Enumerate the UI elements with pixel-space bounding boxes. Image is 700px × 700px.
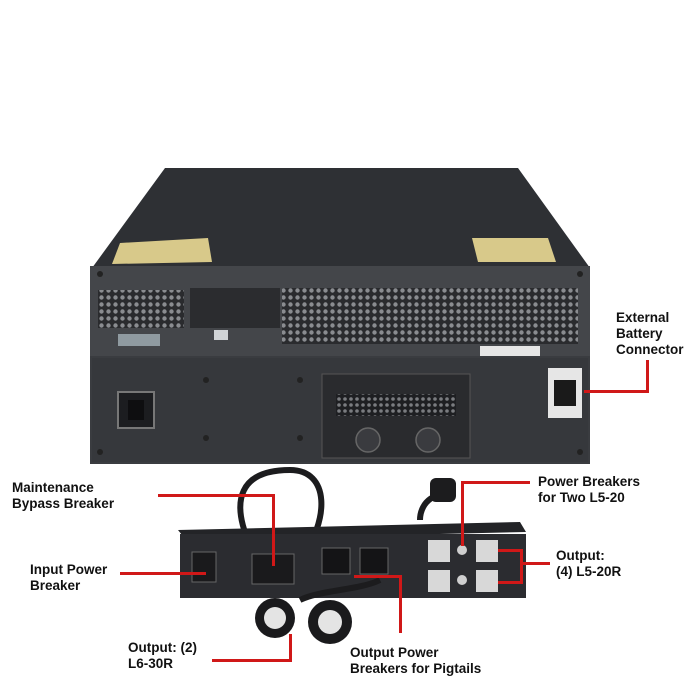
output-four-line-h (522, 562, 550, 565)
pdu-cable-loop (237, 466, 325, 562)
battery-line-v (646, 360, 649, 393)
label-maintenance-bypass-breaker: Maintenance Bypass Breaker (12, 480, 115, 511)
bypass-line-h (158, 494, 274, 497)
power-breakers-line-h (462, 481, 530, 484)
bypass-knob-left (355, 427, 381, 453)
output-four-line-v (520, 549, 523, 584)
ups-top-panel (92, 168, 590, 268)
battery-line-h (584, 390, 648, 393)
ups-unit (90, 168, 590, 464)
label-input-power-breaker: Input Power Breaker (30, 562, 108, 593)
output-two-line-h (212, 659, 292, 662)
input-power-line (120, 572, 206, 575)
ups-top-sticker-right (472, 238, 556, 262)
label-output-power-breakers-pigtails: Output Power Breakers for Pigtails (350, 645, 482, 676)
pigtail-cable (298, 577, 382, 603)
output-four-line-top (498, 549, 522, 552)
ups-top-sticker-left (112, 238, 212, 264)
output-power-line-h (354, 575, 402, 578)
power-breakers-line-v (461, 481, 464, 546)
label-external-battery-connector: External Battery Connector (616, 310, 684, 357)
input-breaker-switch (128, 400, 144, 420)
pdu-input-breaker (191, 551, 217, 583)
pdu-output-breaker-1 (321, 547, 351, 575)
l5-20r-outlets (428, 540, 498, 592)
battery-connector-plug (554, 380, 576, 406)
l5-20-plug (430, 478, 456, 502)
label-output-two-l6-30r: Output: (2) L6-30R (128, 640, 197, 671)
vent-center (282, 288, 578, 344)
label-strip (480, 346, 540, 356)
pdu-unit (178, 466, 526, 644)
bypass-module-vent (336, 394, 456, 416)
bypass-knob-right (415, 427, 441, 453)
outlet-breaker-bottom (457, 575, 467, 585)
usb-port (214, 330, 228, 340)
bypass-line-v (272, 494, 275, 566)
comm-port-panel (190, 288, 280, 328)
output-four-line-bottom (498, 581, 522, 584)
pdu-output-breaker-2 (359, 547, 389, 575)
l6-30r-connectors (255, 598, 352, 644)
output-power-line-v (399, 575, 402, 633)
vent-left (98, 290, 184, 328)
terminal-block (118, 334, 160, 346)
outlet-breaker-top (457, 545, 467, 555)
output-two-line-v (289, 634, 292, 662)
label-output-four-l5-20r: Output: (4) L5-20R (556, 548, 622, 579)
label-power-breakers-two-l5-20: Power Breakers for Two L5-20 (538, 474, 641, 505)
